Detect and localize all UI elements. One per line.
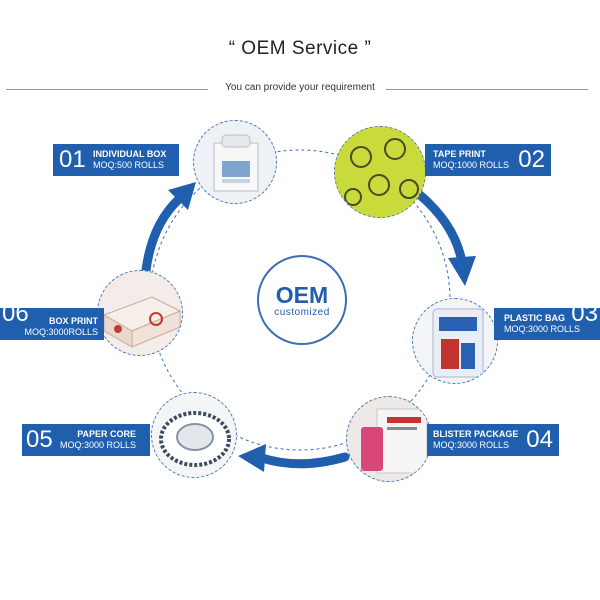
service-text: BLISTER PACKAGE MOQ:3000 ROLLS (433, 429, 518, 451)
service-number: 03 (571, 300, 598, 327)
page-title: “ OEM Service ” (228, 38, 372, 59)
subtitle: You can provide your requirement (225, 82, 375, 93)
service-label-03: PLASTIC BAG MOQ:3000 ROLLS 03 (494, 300, 600, 340)
blister-package-photo (346, 396, 432, 482)
cycle-arrow-icon (238, 444, 350, 472)
service-label-06: 06 BOX PRINT MOQ:3000ROLLS (0, 300, 104, 340)
service-moq: MOQ:500 ROLLS (93, 160, 165, 170)
cycle-arrow-icon (415, 190, 476, 286)
service-number: 02 (518, 146, 545, 173)
service-name: PLASTIC BAG (504, 313, 566, 323)
service-moq: MOQ:3000ROLLS (24, 327, 98, 337)
service-text: PAPER CORE MOQ:3000 ROLLS (60, 429, 136, 451)
printed-box-icon (102, 296, 182, 348)
individual-box-photo (193, 120, 277, 204)
service-name: INDIVIDUAL BOX (93, 149, 167, 159)
service-name: BLISTER PACKAGE (433, 429, 519, 439)
service-text: BOX PRINT MOQ:3000ROLLS (6, 316, 98, 338)
service-number: 04 (526, 426, 553, 453)
service-name: TAPE PRINT (433, 149, 486, 159)
box-print-photo (97, 270, 183, 356)
blister-icon (361, 408, 428, 474)
center-title: OEM (275, 281, 329, 308)
paper-core-photo (151, 392, 237, 478)
service-number: 05 (26, 426, 53, 453)
service-name: PAPER CORE (77, 429, 137, 439)
smiley-tape-icon (335, 127, 425, 217)
service-label-01: 01 INDIVIDUAL BOX MOQ:500 ROLLS (53, 144, 179, 176)
service-label-04: BLISTER PACKAGE MOQ:3000 ROLLS 04 (427, 424, 559, 456)
service-label-05: 05 PAPER CORE MOQ:3000 ROLLS (22, 424, 150, 456)
cycle-arrow-icon (141, 182, 196, 275)
service-text: PLASTIC BAG MOQ:3000 ROLLS (504, 313, 580, 335)
service-name: BOX PRINT (48, 316, 98, 326)
service-number: 06 (2, 300, 29, 327)
center-badge: OEM customized (257, 255, 347, 345)
service-moq: MOQ:3000 ROLLS (504, 324, 581, 334)
divider-left (6, 89, 208, 90)
subtitle-row: You can provide your requirement (0, 82, 600, 96)
service-moq: MOQ:3000 ROLLS (60, 440, 137, 450)
divider-right (386, 89, 588, 90)
service-moq: MOQ:3000 ROLLS (433, 440, 510, 450)
service-label-02: TAPE PRINT MOQ:1000 ROLLS 02 (425, 144, 551, 176)
service-text: INDIVIDUAL BOX MOQ:500 ROLLS (93, 149, 166, 171)
bag-icon (432, 308, 484, 378)
plastic-bag-photo (412, 298, 498, 384)
center-subtitle: customized (274, 306, 330, 318)
service-moq: MOQ:1000 ROLLS (433, 160, 510, 170)
service-number: 01 (59, 146, 86, 173)
paper-core-icon (159, 411, 231, 467)
tape-print-photo (334, 126, 426, 218)
service-text: TAPE PRINT MOQ:1000 ROLLS (433, 149, 509, 171)
box-icon (213, 134, 259, 192)
